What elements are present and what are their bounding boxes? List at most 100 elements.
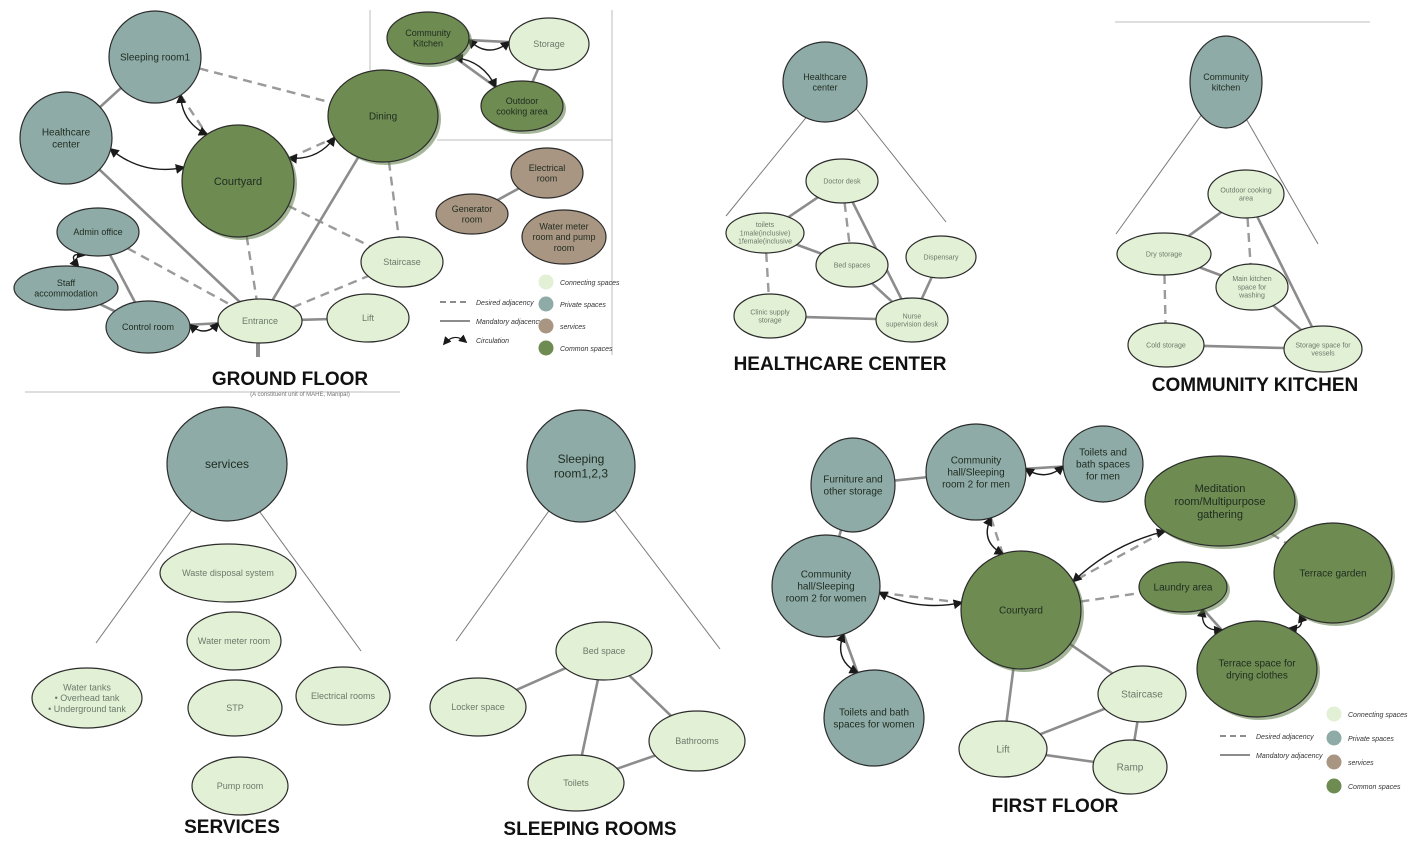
node-control: Control room: [105, 300, 191, 354]
mandatory-adjacency-generator-electrical: [497, 187, 520, 202]
circulation-arrow-hallwomen-court2: [877, 591, 964, 610]
mandatory-adjacency-toilets-bed: [796, 243, 822, 255]
desired-adjacency-dry-cold: [1163, 274, 1167, 324]
node-bubble: [771, 534, 881, 638]
legend-label: Connecting spaces: [560, 280, 620, 287]
node-label: Electrical rooms: [311, 691, 376, 701]
node-bubble: [1097, 665, 1187, 723]
mandatory-adjacency-court2-stair2: [1069, 642, 1114, 675]
node-bubble: [159, 543, 297, 603]
node-bubble: [960, 550, 1082, 670]
mandatory-adjacency-bed-nurse: [871, 282, 893, 303]
node-bath: Bathrooms: [648, 710, 746, 772]
mandatory-adjacency-entrance-lift: [301, 317, 328, 322]
node-bubble: [1092, 739, 1168, 795]
node-bubble: [958, 720, 1048, 778]
node-bubble: [648, 710, 746, 772]
node-bubble: [555, 621, 653, 681]
node-bubble: [1283, 325, 1363, 373]
legend-label: services: [560, 324, 586, 331]
node-bubble: [435, 193, 509, 235]
desired-adjacency-hallmen-court2: [989, 517, 1004, 555]
node-bubble: [326, 293, 410, 343]
node-courtyard: Courtyard: [181, 124, 297, 240]
node-bubble: [480, 80, 564, 132]
node-bubble: [875, 297, 949, 343]
node-bubble: [181, 124, 295, 238]
mandatory-adjacency-control-entrance: [189, 321, 219, 327]
desired-adjacency-court2-laundry: [1080, 591, 1141, 603]
desired-adjacency-outdoor2-main: [1246, 217, 1252, 265]
node-bubble: [186, 611, 282, 671]
node-label: Water meter room: [198, 636, 270, 646]
node-bubble: [733, 293, 807, 339]
mandatory-adjacency-hallwomen-toilwomen: [842, 633, 859, 674]
panel-kitchen-edges: [1163, 211, 1314, 350]
node-label: Water tanks• Overhead tank• Underground …: [48, 683, 126, 714]
circulation-arrow-ckitchen-storage: [467, 38, 511, 51]
node-toil: Toilets: [527, 754, 625, 812]
mandatory-adjacency-furn-hallmen: [894, 475, 927, 482]
legend-label: Common spaces: [560, 346, 613, 353]
desired-adjacency-doctor-bed: [843, 202, 851, 244]
node-label: Pump room: [217, 781, 264, 791]
node-cold: Cold storage: [1127, 322, 1205, 368]
legend-common-swatch: [1326, 778, 1342, 794]
node-bubble: [360, 236, 444, 288]
node-bubble: [925, 423, 1027, 521]
node-stp: STP: [187, 679, 283, 737]
node-bubble: [429, 677, 527, 737]
node-pump: Pump room: [191, 756, 289, 816]
node-label: Admin office: [73, 227, 122, 237]
mandatory-adjacency-ckitchen-outdoor: [454, 56, 497, 88]
mandatory-adjacency-bedsp-bath: [628, 674, 672, 717]
node-doctor: Doctor desk: [805, 158, 879, 204]
node-label: Toilets: [563, 778, 589, 788]
desired-adjacency-courtyard-entrance: [245, 236, 258, 300]
node-label: Terrace garden: [1299, 569, 1366, 580]
mandatory-adjacency-toil-bath: [616, 754, 656, 770]
node-terrgarden: Terrace garden: [1273, 522, 1395, 626]
node-label: Sleeping room1: [120, 53, 190, 64]
panel-title-kitchen: COMMUNITY KITCHEN: [1152, 375, 1359, 396]
heading-layer: GROUND FLOOR(A constituent unit of MAHE,…: [184, 354, 1358, 840]
circulation-arrow-hallmen-toilmen: [1024, 465, 1065, 478]
node-bubble: [13, 265, 119, 311]
mandatory-adjacency-cold-vessels: [1203, 344, 1285, 350]
node-label: Courtyard: [214, 176, 262, 188]
node-bubble: [1273, 522, 1393, 624]
node-label: Laundry area: [1154, 583, 1213, 594]
legend-label: Private spaces: [1348, 736, 1394, 743]
node-entrance: Entrance: [217, 298, 303, 344]
node-bubble: [510, 147, 584, 199]
mandatory-adjacency-main-vessels: [1272, 304, 1303, 331]
mandatory-adjacency-healthcare-entrance: [98, 168, 241, 303]
node-bubble: [1196, 620, 1318, 718]
node-bubble: [1116, 232, 1212, 276]
node-bubble: [217, 298, 303, 344]
node-label: Dispensary: [923, 254, 959, 261]
node-ramp: Ramp: [1092, 739, 1168, 795]
node-label: Bed spaces: [834, 262, 871, 269]
